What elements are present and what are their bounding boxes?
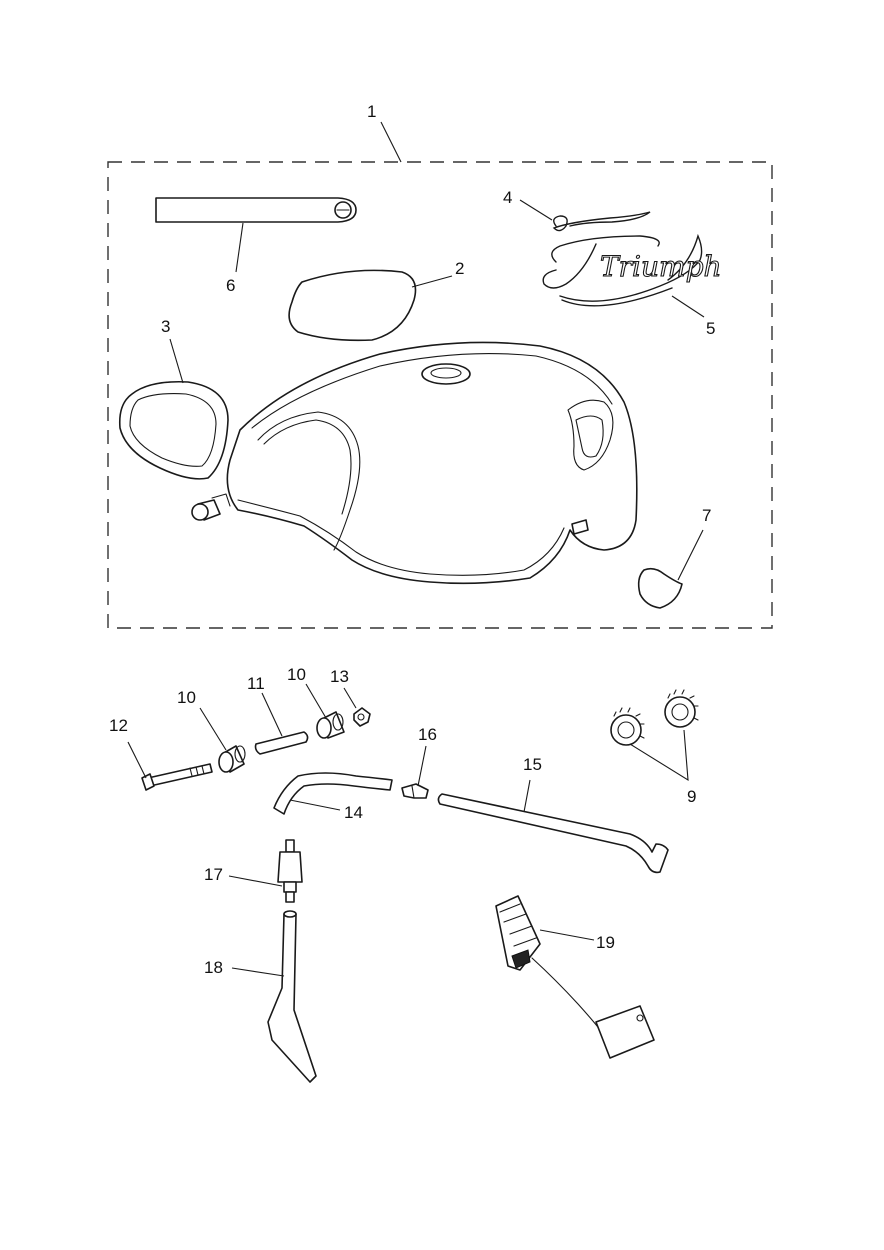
part-16-connector [401, 783, 429, 799]
callout-4: 4 [503, 188, 512, 207]
leader-14 [289, 799, 341, 811]
leader-5 [671, 295, 705, 318]
callout-9: 9 [687, 787, 696, 806]
callout-11: 11 [247, 674, 265, 693]
leader-17 [228, 875, 283, 887]
part-15-pipe [437, 793, 669, 874]
callout-10a: 10 [177, 688, 196, 707]
callout-19: 19 [596, 933, 615, 952]
leader-4 [519, 199, 553, 221]
leader-19 [539, 929, 595, 941]
callout-15: 15 [523, 755, 542, 774]
part-19-sender-unit [495, 895, 655, 1059]
leader-18 [231, 967, 285, 977]
callout-2: 2 [455, 259, 464, 278]
part-4-emblem [552, 211, 651, 232]
leader-6 [235, 222, 244, 273]
leader-10a [199, 707, 227, 751]
callout-18: 18 [204, 958, 223, 977]
callout-12: 12 [109, 716, 128, 735]
callout-16: 16 [418, 725, 437, 744]
leader-15 [523, 779, 531, 813]
leader-7 [677, 529, 704, 581]
leader-10b [305, 683, 327, 719]
part-9-gear-b [664, 689, 699, 728]
leader-12 [127, 741, 147, 779]
callout-6: 6 [226, 276, 235, 295]
leader-16 [417, 745, 427, 787]
callout-10b: 10 [287, 665, 306, 684]
logo-wordmark: Triumph [600, 250, 722, 283]
part-7-bracket [637, 567, 683, 609]
part-10-grommet-left [218, 745, 246, 773]
part-12-bolt [141, 763, 213, 791]
callout-14: 14 [344, 803, 363, 822]
part-6-trim-strip [155, 197, 357, 223]
part-17-filter [277, 839, 303, 903]
leader-11 [261, 692, 283, 737]
leader-3 [169, 338, 184, 384]
part-13-nut [353, 707, 371, 727]
part-5-triumph-logo: Triumph [542, 233, 722, 307]
callout-17: 17 [204, 865, 223, 884]
leader-2 [411, 275, 453, 288]
callout-7: 7 [702, 506, 711, 525]
leader-1 [380, 121, 402, 163]
part-9-gear-a [610, 707, 645, 746]
part-11-spacer [254, 731, 309, 755]
callout-13: 13 [330, 667, 349, 686]
callout-5: 5 [706, 319, 715, 338]
part-10-grommet-right [316, 711, 345, 739]
kit-boundary-box [107, 161, 773, 629]
callout-3: 3 [161, 317, 170, 336]
leader-13 [343, 687, 357, 709]
leader-9 [629, 729, 689, 782]
callout-1: 1 [367, 102, 376, 121]
part-2-pad [288, 269, 417, 342]
part-14-hose [273, 772, 393, 815]
part-18-hose [267, 913, 317, 1083]
part-3-knee-pad [118, 380, 229, 480]
fuel-tank [191, 341, 638, 585]
